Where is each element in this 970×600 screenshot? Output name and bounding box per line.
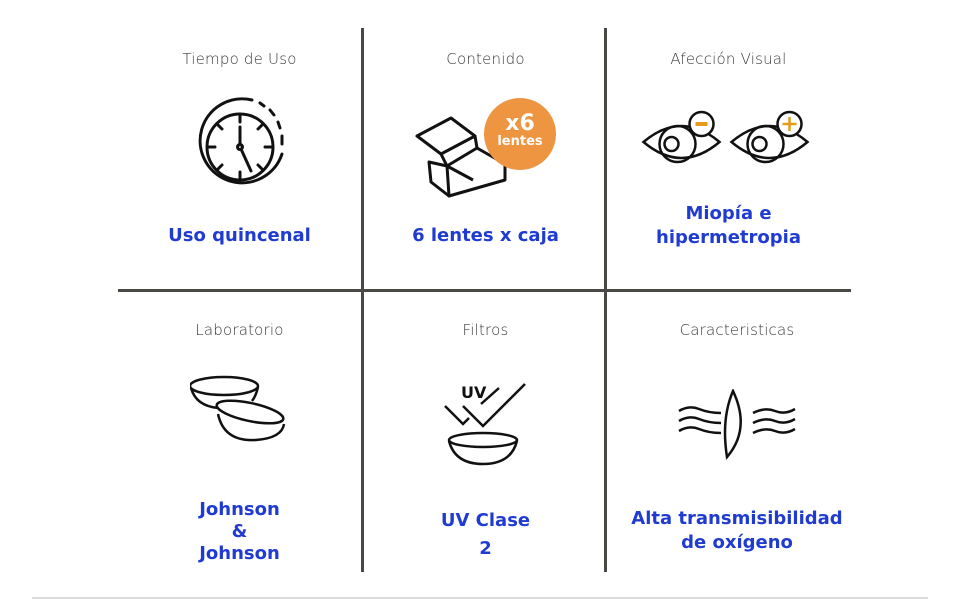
grid-divider-vertical-1 bbox=[361, 28, 364, 572]
feature-label: Filtros bbox=[462, 321, 509, 339]
feature-cell-laboratory: Laboratorio Johnson & Johnson bbox=[118, 292, 361, 572]
feature-label: Caracteristicas bbox=[679, 321, 795, 339]
feature-cell-filters: Filtros UV UV Clase 2 bbox=[364, 292, 607, 572]
feature-label: Contenido bbox=[446, 50, 525, 68]
feature-label: Afección Visual bbox=[670, 50, 787, 68]
feature-value: UV Clase 2 bbox=[440, 510, 531, 559]
feature-label: Laboratorio bbox=[195, 321, 284, 339]
feature-value: Miopía e hipermetropia bbox=[656, 203, 801, 248]
feature-value: Johnson & Johnson bbox=[199, 499, 280, 564]
quantity-badge: x6 lentes bbox=[484, 98, 556, 170]
clock-icon bbox=[190, 92, 290, 196]
uv-filter-lens-icon: UV bbox=[441, 374, 531, 473]
oxygen-lens-icon bbox=[677, 387, 797, 465]
grid-divider-horizontal bbox=[118, 289, 851, 292]
grid-divider-vertical-2 bbox=[604, 28, 607, 572]
feature-value: Uso quincenal bbox=[168, 225, 311, 246]
feature-cell-usage-time: Tiempo de Uso Uso quincenal bbox=[118, 0, 361, 290]
feature-value: Alta transmisibilidad de oxígeno bbox=[631, 508, 843, 553]
uv-text: UV bbox=[461, 383, 487, 402]
eye-minus-plus-icon bbox=[641, 108, 816, 172]
feature-label: Tiempo de Uso bbox=[182, 50, 297, 68]
feature-cell-characteristics: Caracteristicas Alta transmisibilidad de… bbox=[607, 292, 867, 572]
feature-value: 6 lentes x caja bbox=[412, 225, 559, 246]
feature-cell-visual-condition: Afección Visual Miopía e hipermetropia bbox=[607, 0, 850, 290]
box-icon bbox=[413, 96, 543, 210]
contact-lenses-icon bbox=[188, 374, 290, 453]
bottom-divider bbox=[32, 597, 928, 599]
feature-cell-content: Contenido x6 lentes 6 lentes x caja bbox=[364, 0, 607, 290]
